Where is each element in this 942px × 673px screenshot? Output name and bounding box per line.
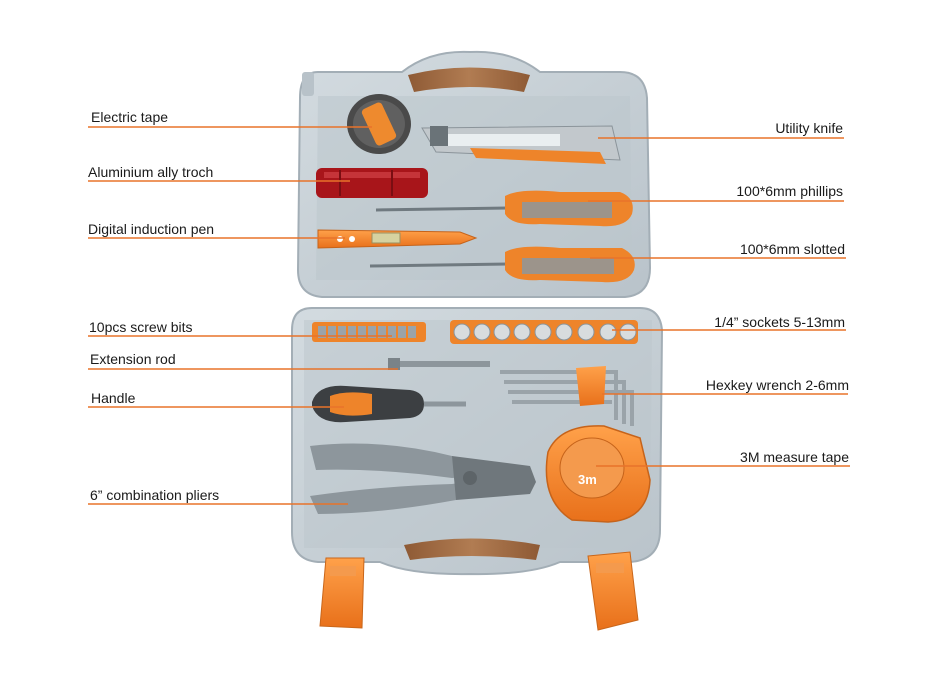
label-digital-pen: Digital induction pen	[88, 221, 215, 237]
hexkey-wrench-set	[500, 366, 634, 426]
handle-tool	[312, 385, 466, 423]
digital-induction-pen-tool	[317, 229, 478, 249]
label-slotted: 100*6mm slotted	[739, 241, 845, 257]
label-sockets: 1/4” sockets 5-13mm	[714, 314, 845, 330]
combination-pliers-tool	[310, 443, 536, 514]
label-extension-rod: Extension rod	[90, 351, 176, 367]
aluminium-torch-tool	[316, 168, 428, 198]
sockets-rack	[450, 320, 638, 344]
label-measure-tape: 3M measure tape	[740, 449, 849, 465]
label-screw-bits: 10pcs screw bits	[89, 319, 193, 335]
latch-left	[319, 557, 365, 629]
label-pliers: 6” combination pliers	[90, 487, 220, 503]
label-handle: Handle	[91, 390, 136, 406]
utility-knife-tool	[421, 125, 621, 164]
label-hexkey: Hexkey wrench 2-6mm	[705, 377, 849, 393]
electric-tape-roll	[347, 94, 411, 154]
extension-rod-tool	[388, 358, 490, 370]
leader-lines	[88, 126, 850, 505]
phillips-screwdriver-tool	[375, 190, 633, 227]
latch-right	[587, 551, 639, 631]
label-phillips: 100*6mm phillips	[736, 183, 843, 199]
label-aluminium-torch: Aluminium ally troch	[88, 164, 214, 180]
bottom-handle-wood	[404, 538, 540, 560]
slotted-screwdriver-tool	[369, 246, 635, 283]
screw-bits-rack	[312, 322, 426, 342]
measure-tape-tool: 3m	[545, 425, 651, 523]
label-utility-knife: Utility knife	[775, 120, 843, 136]
tape-marking: 3m	[578, 472, 597, 487]
label-electric-tape: Electric tape	[91, 109, 169, 125]
top-handle-wood	[408, 67, 530, 92]
